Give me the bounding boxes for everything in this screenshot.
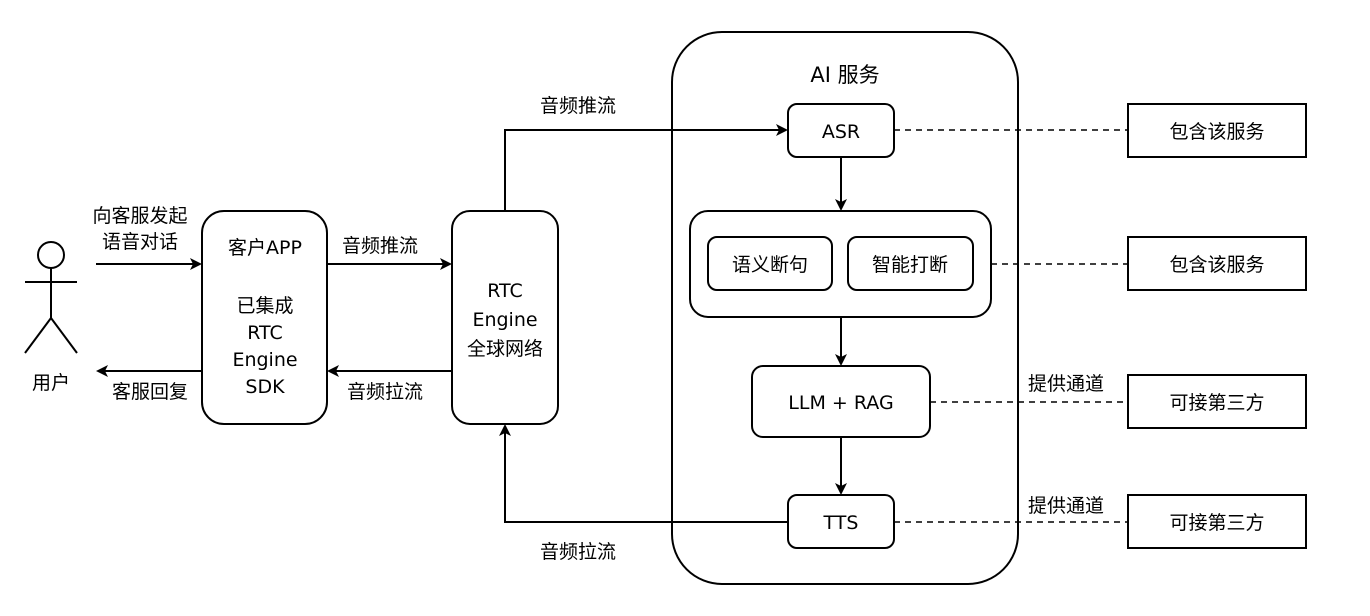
tts-note-box: 可接第三方 [1127, 494, 1307, 549]
llm-rag-label: LLM + RAG [788, 392, 893, 414]
tts-to-rtc-label: 音频拉流 [540, 541, 616, 563]
group-note-box: 包含该服务 [1127, 236, 1307, 291]
smart-interrupt-box [847, 236, 974, 291]
tts-label: TTS [823, 512, 859, 534]
tts-box: TTS [787, 494, 895, 549]
user-request-label-1: 向客服发起 [92, 205, 187, 227]
rtc-line-3: 全球网络 [467, 338, 543, 360]
llm-note-text: 可接第三方 [1169, 392, 1264, 414]
user-request-label-2: 语音对话 [102, 231, 178, 253]
llm-rag-box: LLM + RAG [751, 365, 931, 438]
client-app-line-1: 客户APP [228, 237, 302, 259]
rtc-line-2: Engine [472, 309, 537, 331]
client-app-box: 客户APP 已集成 RTC Engine SDK [201, 210, 328, 425]
user-label: 用户 [32, 372, 70, 394]
asr-box: ASR [787, 103, 895, 158]
tts-to-rtc-arrow [499, 424, 788, 523]
ai-service-title: AI 服务 [810, 63, 879, 87]
semantic-segmentation-label: 语义断句 [732, 254, 808, 276]
rtc-line-1: RTC [487, 280, 523, 302]
semantic-segmentation-box [707, 236, 833, 291]
app-to-rtc-label: 音频推流 [342, 235, 418, 257]
smart-interrupt-label: 智能打断 [872, 254, 948, 276]
user-actor-icon [24, 241, 78, 354]
tts-channel-label: 提供通道 [1028, 495, 1104, 517]
group-note-text: 包含该服务 [1169, 254, 1264, 276]
asr-label: ASR [822, 121, 860, 143]
client-app-line-3: 已集成 [236, 295, 293, 317]
rtc-to-asr-label: 音频推流 [540, 95, 616, 117]
rtc-to-app-label: 音频拉流 [347, 381, 423, 403]
client-app-line-5: Engine [232, 349, 297, 371]
llm-channel-label: 提供通道 [1028, 373, 1104, 395]
client-app-line-4: RTC [247, 322, 283, 344]
client-app-line-6: SDK [245, 376, 285, 398]
rtc-to-asr-arrow [504, 124, 788, 211]
dialog-control-group: 语义断句 智能打断 [689, 210, 992, 318]
asr-note-box: 包含该服务 [1127, 103, 1307, 158]
rtc-network-box: RTC Engine 全球网络 [451, 210, 559, 425]
llm-note-box: 可接第三方 [1127, 374, 1307, 429]
asr-note-text: 包含该服务 [1169, 121, 1264, 143]
user-reply-label: 客服回复 [112, 381, 188, 403]
tts-note-text: 可接第三方 [1169, 512, 1264, 534]
